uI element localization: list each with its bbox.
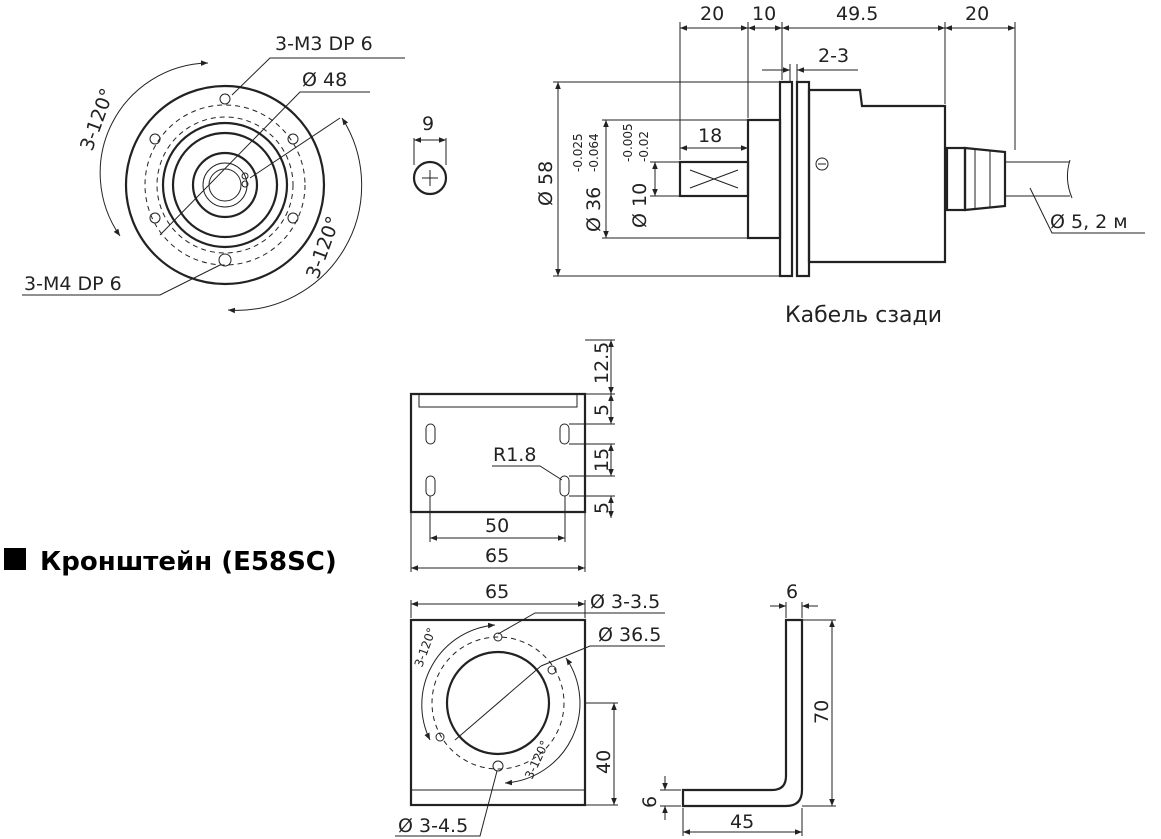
cable-gland xyxy=(945,146,967,212)
slot xyxy=(425,423,436,445)
d48-label: Ø 48 xyxy=(302,69,347,91)
side-caption: Кабель сзади xyxy=(785,303,942,328)
angle-label-top: 3-120° xyxy=(76,85,119,153)
bend-line xyxy=(418,394,578,408)
dim-18: 18 xyxy=(698,125,722,147)
shaft-flat-mark xyxy=(689,169,739,189)
m4-bolt-circle xyxy=(156,116,294,254)
dim-2-3: 2-3 xyxy=(818,45,849,67)
d48-leader-inner xyxy=(249,117,341,179)
hole-leader xyxy=(497,612,665,635)
m3-label: 3-M3 DP 6 xyxy=(275,33,373,55)
dim-70: 70 xyxy=(811,700,833,724)
screw xyxy=(815,157,829,171)
slot xyxy=(425,475,436,497)
bracket-front-view: 3-120° 3-120° 65 Ø 3-3.5 Ø 36.5 40 Ø 3-4… xyxy=(395,581,665,837)
cable-gland-nut xyxy=(963,146,1007,212)
m4-leader xyxy=(22,264,221,296)
m4-hole xyxy=(218,253,232,267)
dim-15: 15 xyxy=(591,448,613,472)
bracket-title-group: Кронштейн (E58SC) xyxy=(4,547,337,577)
dim-50: 50 xyxy=(485,515,509,537)
encoder-body xyxy=(807,88,947,264)
face-ring-outer xyxy=(161,121,289,249)
m3-hole xyxy=(219,93,231,105)
tol-d10-upper: -0.005 xyxy=(621,123,635,162)
bracket-front-outline xyxy=(409,618,587,807)
dim-d10: Ø 10 xyxy=(629,183,651,228)
m4-hole xyxy=(149,212,161,224)
flange-plate xyxy=(795,80,811,278)
side-view: 20 10 49.5 20 2-3 18 Ø 58 Ø 36 -0.025 -0… xyxy=(535,3,1145,328)
title-square xyxy=(4,548,26,570)
dim-9-label: 9 xyxy=(422,113,434,135)
bracket-side-view: 6 70 6 45 xyxy=(639,581,836,836)
cable-break xyxy=(1066,159,1073,199)
dim-cable: Ø 5, 2 м xyxy=(1050,211,1128,233)
bracket-side-profile xyxy=(681,618,804,808)
bore-dim-leader xyxy=(540,645,665,667)
m4-hole xyxy=(287,212,299,224)
dim-r1-8: R1.8 xyxy=(493,444,536,466)
m4-label: 3-M4 DP 6 xyxy=(24,273,122,295)
m3-bolt-circle xyxy=(144,104,306,266)
front-view: 3-M3 DP 6 Ø 48 3-120° 3-120° 3-M4 DP 6 xyxy=(22,33,405,314)
dim-10: 10 xyxy=(752,3,776,25)
hole-leader-bottom xyxy=(395,770,498,837)
angle-label-bottom: 3-120° xyxy=(302,213,345,281)
d48-leader xyxy=(159,91,370,236)
dim-5-a: 5 xyxy=(591,404,613,416)
dim-20-right: 20 xyxy=(965,3,989,25)
shaft-bore xyxy=(208,168,242,202)
dim-d58: Ø 58 xyxy=(535,161,557,206)
m3-hole xyxy=(149,133,161,145)
face-ring-inner xyxy=(171,131,279,239)
dim-65-front: 65 xyxy=(485,581,509,603)
dim-d36: Ø 36 xyxy=(583,187,605,232)
tol-d36-upper: -0.025 xyxy=(571,133,585,172)
dim-20-left: 20 xyxy=(700,3,724,25)
flange-plate xyxy=(778,80,794,278)
pilot-diameter xyxy=(746,118,782,240)
bore-leader xyxy=(454,665,542,741)
shaft-end-view: 9 xyxy=(412,113,448,196)
r1-8-leader xyxy=(492,465,563,481)
cable-leader xyxy=(1029,187,1145,234)
dim-49-5: 49.5 xyxy=(836,3,878,25)
angle-arc-right xyxy=(504,657,581,786)
slot xyxy=(559,423,570,445)
dim-6-top: 6 xyxy=(786,581,798,603)
m3-hole xyxy=(287,133,299,145)
dim-6-left: 6 xyxy=(639,796,661,808)
bracket-title: Кронштейн (E58SC) xyxy=(40,547,337,577)
dim-5-b: 5 xyxy=(591,502,613,514)
dim-40: 40 xyxy=(593,750,615,774)
mount-hole xyxy=(492,760,504,772)
dim-12-5: 12.5 xyxy=(591,342,613,384)
bracket-top-view: 12.5 5 15 5 R1.8 50 65 xyxy=(409,339,615,572)
shaft-end-circle xyxy=(412,160,448,196)
tol-d10-lower: -0.02 xyxy=(637,131,651,162)
angle-arc-left xyxy=(421,622,496,741)
dim-d3-3-5: Ø 3-3.5 xyxy=(590,591,660,613)
m3-leader xyxy=(231,57,405,96)
cable xyxy=(1005,161,1070,197)
dim-d3-4-5: Ø 3-4.5 xyxy=(398,815,468,837)
dim-45: 45 xyxy=(730,811,754,833)
angle-arc-top xyxy=(99,60,209,237)
angle-label-left: 3-120° xyxy=(412,626,439,669)
dim-d36-5: Ø 36.5 xyxy=(598,624,661,646)
dim-65-top: 65 xyxy=(485,545,509,567)
tol-d36-lower: -0.064 xyxy=(587,133,601,172)
angle-arc-bottom xyxy=(227,117,363,314)
